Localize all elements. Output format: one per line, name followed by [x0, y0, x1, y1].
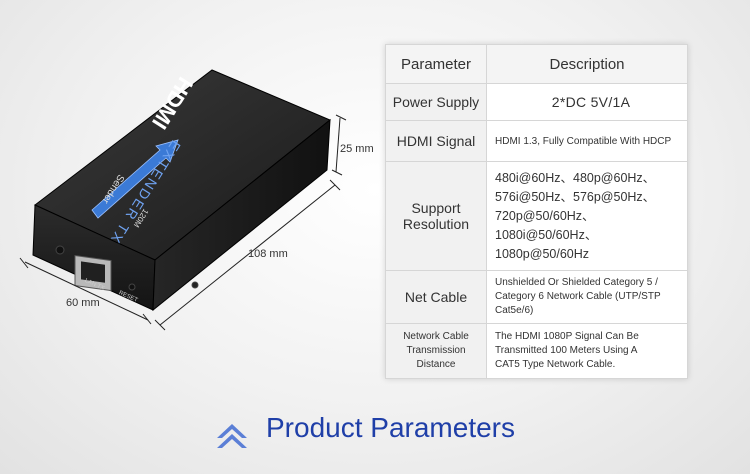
- length-dimension-label: 108 mm: [248, 248, 288, 260]
- resolution-line: 480i@60Hz、480p@60Hz、: [495, 170, 656, 185]
- height-dimension-label: 25 mm: [340, 143, 374, 155]
- parameter-cell: HDMI Signal: [385, 120, 487, 162]
- description-cell: 480i@60Hz、480p@60Hz、 576i@50Hz、576p@50Hz…: [486, 161, 688, 271]
- spec-table: Parameter Description Power Supply 2*DC …: [385, 44, 688, 379]
- parameter-cell: Network Cable Transmission Distance: [385, 323, 487, 379]
- description-line: The HDMI 1080P Signal Can Be: [495, 331, 639, 342]
- table-row: Net Cable Unshielded Or Shielded Categor…: [385, 270, 688, 324]
- parameter-cell: Support Resolution: [385, 161, 487, 271]
- table-header-row: Parameter Description: [385, 44, 688, 84]
- double-chevron-up-icon: [217, 424, 247, 448]
- product-illustration: 25 mm 108 mm 60 mm HDMI EXTENDER TX Send…: [0, 0, 385, 400]
- resolution-line: 720p@50/60Hz、: [495, 208, 595, 223]
- parameter-line: Transmission: [406, 345, 466, 356]
- width-dimension-label: 60 mm: [66, 297, 100, 309]
- table-row: Power Supply 2*DC 5V/1A: [385, 83, 688, 121]
- section-title: Product Parameters: [266, 412, 515, 443]
- header-parameter: Parameter: [385, 44, 487, 84]
- hdmi-extender-device: [19, 69, 347, 331]
- resolution-line: 576i@50Hz、576p@50Hz、: [495, 189, 656, 204]
- table-row: Support Resolution 480i@60Hz、480p@60Hz、 …: [385, 161, 688, 271]
- description-line: Unshielded Or Shielded Category 5 /: [495, 277, 658, 288]
- footer-banner: Product Parameters: [0, 400, 750, 474]
- description-cell: 2*DC 5V/1A: [486, 83, 688, 121]
- description-cell: HDMI 1.3, Fully Compatible With HDCP: [486, 120, 688, 162]
- parameter-line: Network Cable: [403, 331, 469, 342]
- parameter-cell: Power Supply: [385, 83, 487, 121]
- parameter-line: Distance: [416, 359, 456, 370]
- table-row: HDMI Signal HDMI 1.3, Fully Compatible W…: [385, 120, 688, 162]
- description-line: CAT5 Type Network Cable.: [495, 359, 616, 370]
- description-line: Category 6 Network Cable (UTP/STP: [495, 291, 661, 302]
- table-row: Network Cable Transmission Distance The …: [385, 323, 688, 379]
- resolution-line: 1080p@50/60Hz: [495, 246, 590, 261]
- description-cell: The HDMI 1080P Signal Can Be Transmitted…: [486, 323, 688, 379]
- parameter-cell: Net Cable: [385, 270, 487, 324]
- resolution-line: 1080i@50/60Hz、: [495, 227, 598, 242]
- header-description: Description: [486, 44, 688, 84]
- description-cell: Unshielded Or Shielded Category 5 / Cate…: [486, 270, 688, 324]
- description-line: Cat5e/6): [495, 305, 534, 316]
- description-line: Transmitted 100 Meters Using A: [495, 345, 638, 356]
